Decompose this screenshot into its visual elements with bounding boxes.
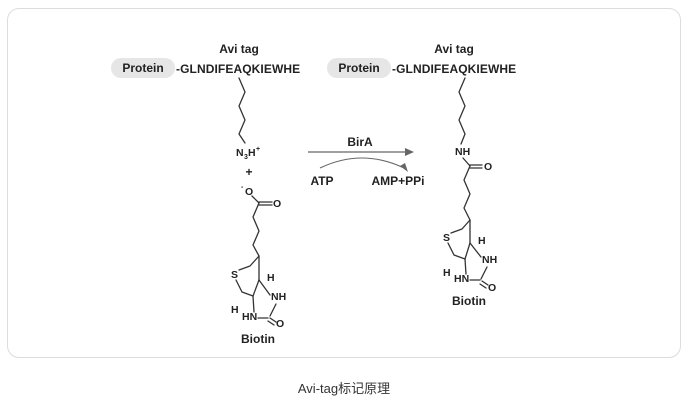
figure-caption: Avi-tag标记原理 — [297, 381, 391, 396]
right-biotin-o: O — [488, 282, 496, 294]
right-ring-bond-e — [464, 258, 467, 275]
reaction-curved-arrow — [319, 157, 405, 169]
right-biotin-h-top: H — [478, 235, 486, 247]
left-amine-n: N — [236, 147, 244, 159]
left-biotin-h-top: H — [267, 272, 275, 284]
right-biotin-nh-right: NH — [482, 254, 497, 266]
left-biotin-nh-right: NH — [271, 291, 286, 303]
left-biotin-hn: HN — [242, 311, 257, 323]
left-carboxyl-bond — [251, 195, 260, 204]
products-label: AMP+PPi — [371, 174, 424, 188]
left-thiophane-ring — [238, 255, 260, 271]
right-thiophane-ring — [450, 219, 471, 234]
reaction-curved-arrowhead — [400, 163, 408, 172]
left-carboxylate-charge: - — [241, 184, 244, 191]
reaction-arrowhead — [405, 148, 414, 156]
right-protein-pill — [327, 58, 391, 78]
right-biotin-hn: HN — [454, 273, 469, 285]
left-biotin-h-bottom: H — [231, 304, 239, 316]
enzyme-label: BirA — [347, 135, 373, 149]
left-sequence: -GLNDIFEAQKIEWHE — [176, 62, 300, 76]
right-urea-co-1 — [481, 280, 489, 286]
left-ring-fusion — [252, 279, 260, 297]
left-lysine-chain — [238, 77, 246, 144]
left-biotin-o: O — [276, 318, 284, 330]
reactant-label: ATP — [310, 174, 333, 188]
right-avi-tag-label: Avi tag — [434, 42, 474, 56]
left-amine-charge: + — [256, 146, 260, 153]
left-ring-bond-d — [269, 303, 277, 317]
left-amine-sub: 3 — [244, 154, 248, 161]
left-carboxylate-o: O — [245, 186, 253, 198]
left-biotin-label: Biotin — [241, 332, 275, 346]
right-carbonyl-o: O — [484, 161, 492, 173]
right-amide-nh: NH — [455, 146, 470, 158]
right-protein-label: Protein — [338, 61, 379, 75]
right-biotin-h-bottom: H — [443, 267, 451, 279]
left-urea-co-1 — [269, 317, 277, 323]
right-amide-bond — [462, 157, 471, 167]
right-valeric-chain — [463, 165, 471, 221]
right-sequence: -GLNDIFEAQKIEWHE — [392, 62, 516, 76]
right-ring-bond-c — [469, 242, 482, 258]
left-ring-bond-a — [235, 279, 254, 297]
right-biotin-label: Biotin — [452, 294, 486, 308]
left-ring-bond-c — [258, 279, 271, 296]
left-urea-co-2 — [267, 320, 275, 326]
left-protein-label: Protein — [122, 61, 163, 75]
left-plus-sign: + — [245, 165, 252, 179]
left-valeric-chain — [252, 202, 260, 257]
right-urea-co-2 — [479, 283, 487, 289]
left-carbonyl-o: O — [273, 198, 281, 210]
right-lysine-chain — [458, 77, 466, 145]
right-ring-fusion — [464, 242, 471, 260]
left-biotin-s: S — [231, 269, 238, 281]
right-ring-bond-d — [480, 266, 488, 280]
right-biotin-s: S — [443, 232, 450, 244]
left-ring-bond-e — [252, 295, 255, 313]
left-avi-tag-label: Avi tag — [219, 42, 259, 56]
left-protein-pill — [111, 58, 175, 78]
left-amine-h: H — [248, 147, 256, 159]
right-ring-bond-a — [447, 242, 466, 260]
